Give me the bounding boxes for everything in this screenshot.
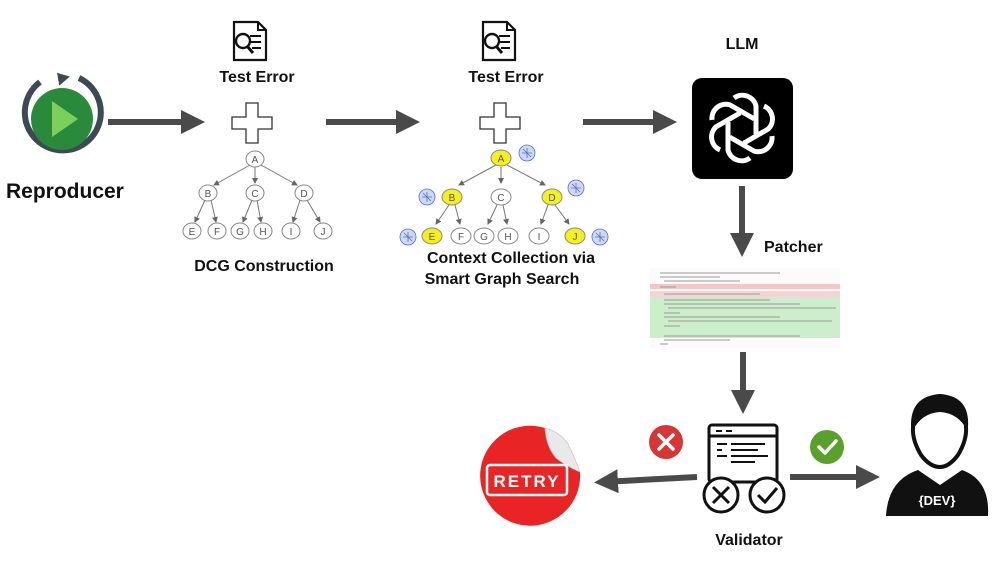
llm-box xyxy=(692,78,793,179)
node-c: C xyxy=(251,189,258,200)
ctx-node-a: A xyxy=(498,154,505,165)
brain-icon xyxy=(399,144,609,246)
ctx-node-f: F xyxy=(458,232,464,243)
reproducer-label: Reproducer xyxy=(6,180,124,203)
reproducer-icon xyxy=(21,72,104,154)
context-collection-label-1: Context Collection via xyxy=(427,250,595,267)
node-b: B xyxy=(205,189,212,200)
node-f: F xyxy=(214,227,220,238)
context-graph xyxy=(435,164,570,225)
context-nodes xyxy=(421,149,586,245)
patch-diff xyxy=(650,268,840,348)
node-j: J xyxy=(321,227,326,238)
node-d: D xyxy=(300,189,307,200)
llm-label: LLM xyxy=(726,36,759,53)
retry-sticker: RETRY xyxy=(480,425,581,526)
plus-icon xyxy=(479,102,521,144)
patch-code-lines xyxy=(660,272,836,345)
ctx-node-d: D xyxy=(548,193,555,204)
dcg-construction-label: DCG Construction xyxy=(194,258,334,275)
dev-label: {DEV} xyxy=(919,493,956,508)
ctx-node-i: I xyxy=(538,232,541,243)
cross-icon xyxy=(649,425,683,459)
validator-icon xyxy=(702,423,786,514)
ctx-node-b: B xyxy=(449,193,456,204)
test-error-label-2: Test Error xyxy=(468,69,543,86)
ctx-node-e: E xyxy=(429,232,436,243)
test-error-label-1: Test Error xyxy=(219,69,294,86)
dcg-nodes xyxy=(182,150,333,240)
ctx-node-j: J xyxy=(573,232,578,243)
node-e: E xyxy=(189,227,196,238)
ctx-node-g: G xyxy=(480,232,488,243)
retry-label: RETRY xyxy=(494,472,561,491)
arrow-validator-to-retry xyxy=(594,469,698,494)
developer-icon: {DEV} xyxy=(886,393,989,516)
node-h: H xyxy=(259,227,266,238)
openai-icon xyxy=(709,92,775,164)
context-collection-label-2: Smart Graph Search xyxy=(425,271,580,288)
ctx-node-c: C xyxy=(497,193,504,204)
patcher-label: Patcher xyxy=(764,239,823,256)
node-g: G xyxy=(236,227,244,238)
ctx-node-h: H xyxy=(504,232,511,243)
document-search-icon xyxy=(481,20,517,62)
document-search-icon xyxy=(232,20,268,62)
node-i: I xyxy=(290,227,293,238)
check-icon xyxy=(810,430,844,464)
validator-label: Validator xyxy=(715,532,783,549)
plus-icon xyxy=(231,102,273,144)
dcg-graph xyxy=(194,164,321,223)
node-a: A xyxy=(252,155,259,166)
